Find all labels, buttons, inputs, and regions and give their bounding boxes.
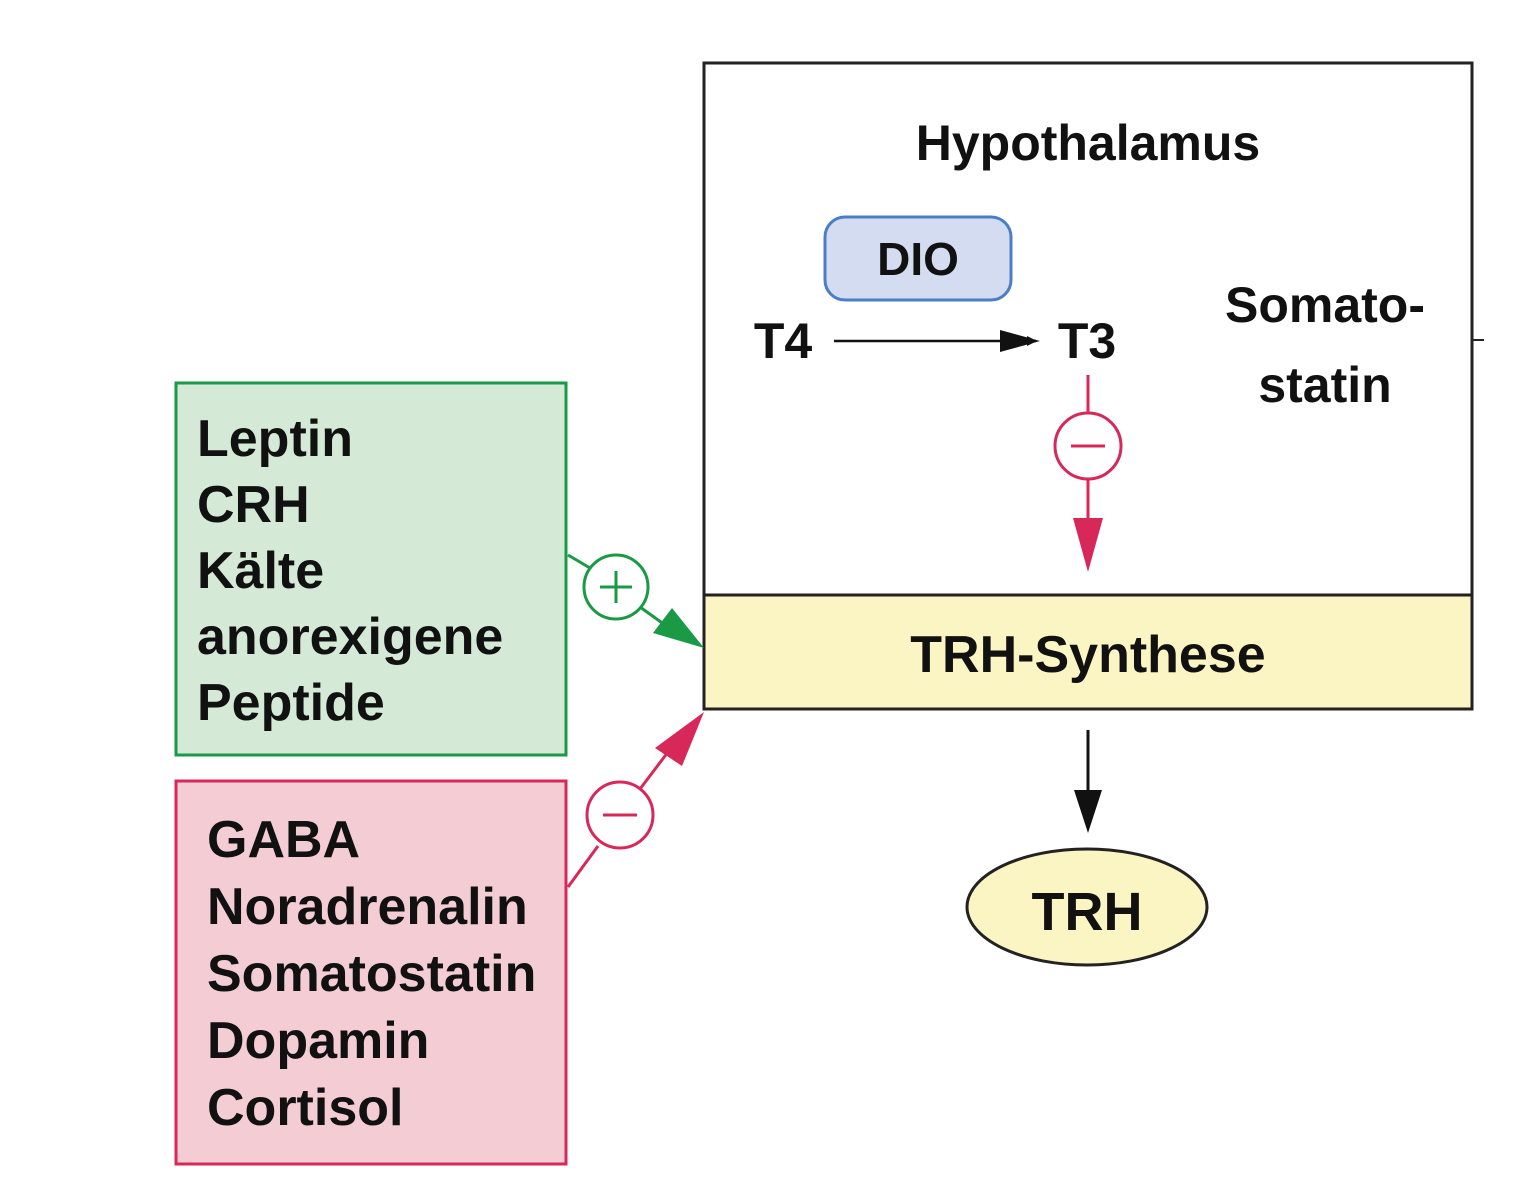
stimulator-item: Kälte <box>197 542 324 600</box>
t3-feedback-arrowhead <box>1073 518 1103 572</box>
trh-synthesis-label: TRH-Synthese <box>910 626 1265 684</box>
stimulator-item: Peptide <box>197 674 385 732</box>
hypothalamus-title: Hypothalamus <box>916 115 1261 171</box>
t4-to-t3-arrowhead <box>1000 330 1040 352</box>
stimulator-item: anorexigene <box>197 608 503 666</box>
stimulator-item: CRH <box>197 476 310 534</box>
somatostatin-label-line2: statin <box>1258 357 1391 413</box>
synthesis-to-trh-arrowhead <box>1074 790 1102 833</box>
inhibitor-item: Cortisol <box>207 1079 403 1137</box>
stimulate-line-1 <box>567 553 591 570</box>
somatostatin-label-line1: Somato- <box>1225 277 1425 333</box>
stimulator-item: Leptin <box>197 410 353 468</box>
stimulators-box <box>174 381 568 757</box>
inhibitor-item: Somatostatin <box>207 945 536 1003</box>
inhibit-line-2 <box>638 751 670 790</box>
t3-label: T3 <box>1058 313 1116 369</box>
stimulate-arrowhead <box>653 608 704 648</box>
trh-output-label: TRH <box>1032 882 1143 942</box>
inhibitor-item: Dopamin <box>207 1012 429 1070</box>
inhibitor-item: Noradrenalin <box>207 878 528 936</box>
inhibit-arrowhead <box>655 712 704 766</box>
inhibit-line-1 <box>566 845 600 888</box>
inhibitors-list: GABA Noradrenalin Somatostatin Dopamin C… <box>207 811 536 1137</box>
inhibitor-item: GABA <box>207 811 360 869</box>
inhibitors-box <box>174 779 568 1166</box>
stimulators-list: Leptin CRH Kälte anorexigene Peptide <box>197 410 503 732</box>
trh-synthesis-box <box>702 593 1474 711</box>
trh-output-ellipse <box>965 847 1209 967</box>
dio-enzyme-box <box>823 215 1013 302</box>
t4-label: T4 <box>754 313 813 369</box>
dio-label: DIO <box>877 233 959 285</box>
